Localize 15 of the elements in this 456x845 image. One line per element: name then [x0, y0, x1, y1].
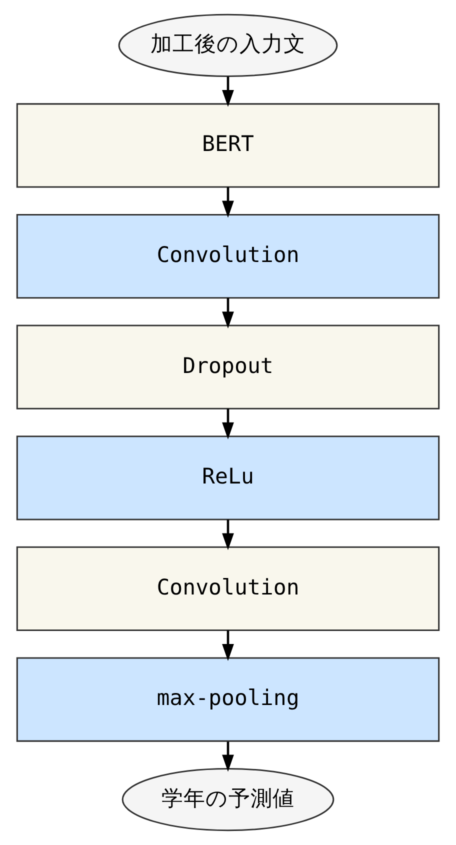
- node-box: Convolution: [16, 214, 440, 299]
- node-box: max-pooling: [16, 657, 440, 742]
- node-box: Convolution: [16, 546, 440, 632]
- node-ellipse: 学年の予測値: [122, 768, 334, 832]
- arrow: [222, 298, 234, 329]
- arrow: [222, 408, 234, 440]
- arrow: [222, 187, 234, 218]
- node-ellipse: 加工後の入力文: [118, 14, 338, 77]
- arrow: [222, 630, 234, 661]
- arrow: [222, 76, 234, 107]
- node-box: Dropout: [16, 324, 440, 410]
- arrow: [222, 742, 234, 772]
- node-box: BERT: [16, 103, 440, 188]
- arrow: [222, 520, 234, 550]
- node-box: ReLu: [16, 436, 440, 520]
